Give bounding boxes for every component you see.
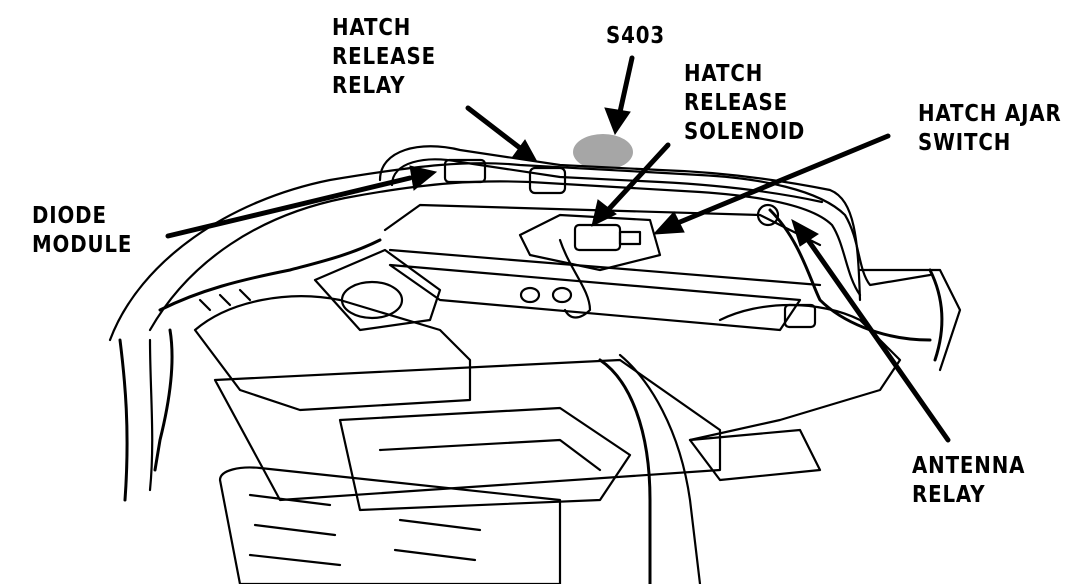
seatback-slot-2 [253,523,337,537]
left-wheel-housing [193,295,472,412]
hatch-frame-inner [148,180,862,332]
seatback-slot-1 [248,493,332,507]
hatch-frame-outline [108,162,932,342]
seatback-slot-3 [248,553,342,567]
label-antenna-relay: ANTENNA RELAY [912,453,1026,508]
arrowhead-diode-module [409,165,438,191]
arrowhead-s403 [604,107,631,136]
left-speaker [340,280,404,320]
cargo-floor-back-edge [388,248,822,287]
antenna-relay-body [783,303,817,329]
left-speaker-box [313,248,442,332]
harness-left [158,238,382,312]
cargo-floor [388,263,802,332]
harness-clips [198,288,252,312]
solenoid-plunger [618,230,642,246]
cargo-floor-lip [383,203,822,247]
left-pillar-inner [148,338,154,492]
right-quarter-trim [858,268,962,372]
arrow-hatch-release-relay [465,105,523,151]
arrow-hatch-ajar-switch [677,133,891,225]
harness-left-drop [153,328,174,472]
hatch-seal-tube-inner [390,158,824,204]
arrow-s403 [617,55,635,115]
right-pillar [598,358,652,584]
storage-well-inner [338,406,632,512]
label-hatch-release-relay: HATCH RELEASE RELAY [332,15,436,99]
seatback-panel [218,466,562,584]
arrow-diode-module [165,175,413,239]
storage-well-outer [213,358,722,502]
arrow-hatch-release-solenoid [605,142,671,213]
seatback-slot-5 [393,548,477,562]
arrowhead-antenna-relay [791,218,819,247]
arrowhead-hatch-release-solenoid [591,199,617,227]
hatch-seal-tube [378,145,862,302]
right-pillar-inner [618,353,702,584]
hatch-ajar-switch-body [756,203,780,227]
solenoid-wiring [558,238,592,319]
storage-well-floor [378,438,602,472]
label-diode-module: DIODE MODULE [32,203,133,258]
right-quarter-lower [688,428,822,482]
label-s403: S403 [606,23,665,49]
label-hatch-ajar-switch: HATCH AJAR SWITCH [918,101,1062,156]
arrow-antenna-relay [805,237,951,443]
label-hatch-release-solenoid: HATCH RELEASE SOLENOID [684,61,806,145]
hatch-relay-body [528,166,567,195]
left-pillar [118,338,129,502]
harness-right-drop [928,268,944,362]
s403-splice-shading [573,134,633,170]
solenoid-body [573,223,622,252]
diode-module-body [443,158,487,184]
harness-right [768,208,932,342]
solenoid-bracket [518,213,662,272]
grommet-2 [551,286,573,304]
grommet-1 [519,286,541,304]
arrowhead-hatch-ajar-switch [652,211,685,235]
arrowhead-hatch-release-relay [511,139,537,161]
seatback-slot-4 [398,518,482,532]
